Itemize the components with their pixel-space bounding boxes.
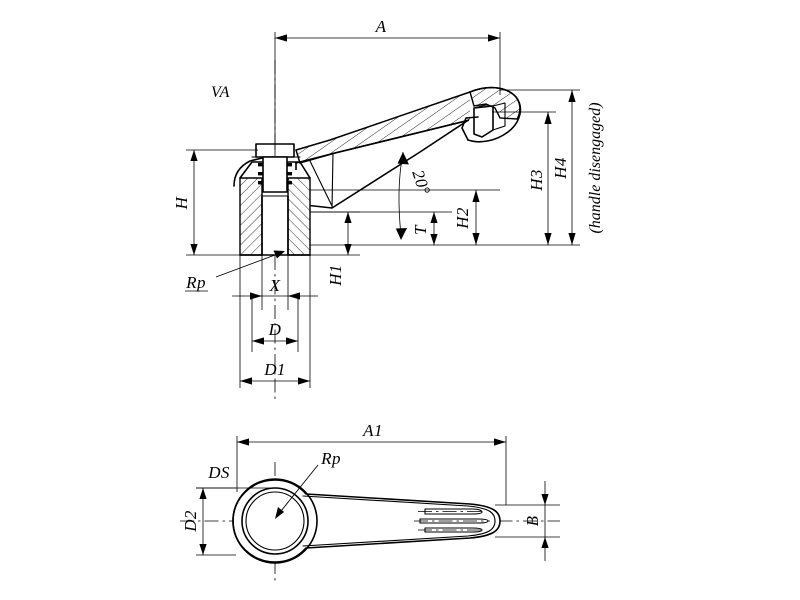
dimension-label-H2: H2: [453, 207, 472, 230]
dimension-D2: D2: [181, 487, 236, 556]
dimension-label-D1: D1: [263, 360, 286, 379]
dimension-label-A1: A1: [362, 421, 383, 440]
dimension-label-D: D: [268, 320, 282, 339]
dimension-label-H4: H4: [551, 157, 570, 180]
leader-Rp-bottom: Rp: [275, 449, 341, 519]
dimension-label-20deg: 20°: [408, 167, 434, 197]
dimension-label-H3: H3: [527, 169, 546, 192]
dimension-A1: A1: [236, 421, 507, 505]
eye-bore-circle: [245, 491, 305, 551]
leader-Rp-top: Rp: [185, 250, 285, 292]
dimension-H3: H3: [492, 111, 556, 245]
dimension-label-D2: D2: [181, 510, 200, 533]
dimension-H: H: [172, 149, 258, 256]
dimension-H2: H2: [310, 189, 500, 245]
dimension-label-Rp-top: Rp: [185, 273, 206, 292]
dimension-D: D: [251, 296, 299, 352]
hub-wall-right-hatch: [287, 177, 311, 256]
dimension-H4: H4: [310, 89, 580, 246]
dimension-label-X: X: [269, 276, 281, 295]
eye-outer-circle: [232, 478, 318, 564]
dimension-A: A: [274, 17, 501, 150]
material-mark-VA: VA: [211, 84, 230, 101]
dimension-label-B: B: [523, 515, 542, 526]
plan-view: A1 DS D2 B: [180, 421, 560, 583]
lever-arm: [295, 91, 494, 209]
dimension-X: X: [232, 255, 318, 310]
hub-boss-section: [233, 142, 311, 256]
dimension-label-DS: DS: [207, 463, 230, 482]
lever-end-grip: [461, 86, 522, 143]
note-handle-disengaged: (handle disengaged): [587, 102, 604, 233]
side-elevation-view: A VA 20° H4 (handle disengaged): [172, 17, 604, 400]
dimension-T: T: [310, 211, 452, 245]
screw-shank: [262, 156, 288, 193]
dimension-D1: D1: [239, 255, 311, 388]
dimension-label-H1: H1: [326, 264, 345, 287]
hub-wall-left-hatch: [239, 177, 263, 256]
dimension-label-Rp-bottom: Rp: [320, 449, 341, 468]
dimension-label-T: T: [411, 224, 430, 235]
dimension-label-A: A: [375, 17, 387, 36]
dimension-B: B: [495, 481, 560, 561]
grip-slots: [414, 508, 490, 533]
dimension-label-H: H: [172, 195, 191, 210]
dimension-H1: H1: [310, 211, 360, 287]
thread-marks: [258, 163, 292, 185]
